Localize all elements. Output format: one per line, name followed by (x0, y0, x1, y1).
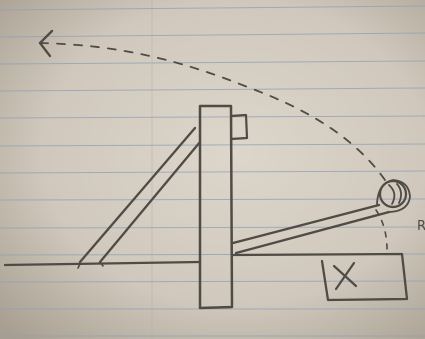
upright-post (198, 104, 234, 310)
brace-strut (78, 126, 202, 264)
projectile-ball (378, 179, 408, 209)
swing-arc (375, 209, 388, 256)
ground-line (3, 260, 202, 267)
ball-cup (376, 179, 411, 213)
edge-glyph-label: R (417, 219, 425, 234)
ball-seam (388, 183, 402, 205)
x-mark-strokes (332, 261, 358, 291)
base-box (230, 252, 409, 302)
stopper-block (229, 113, 249, 141)
throwing-arm (231, 203, 391, 255)
arrow-head (38, 29, 54, 58)
